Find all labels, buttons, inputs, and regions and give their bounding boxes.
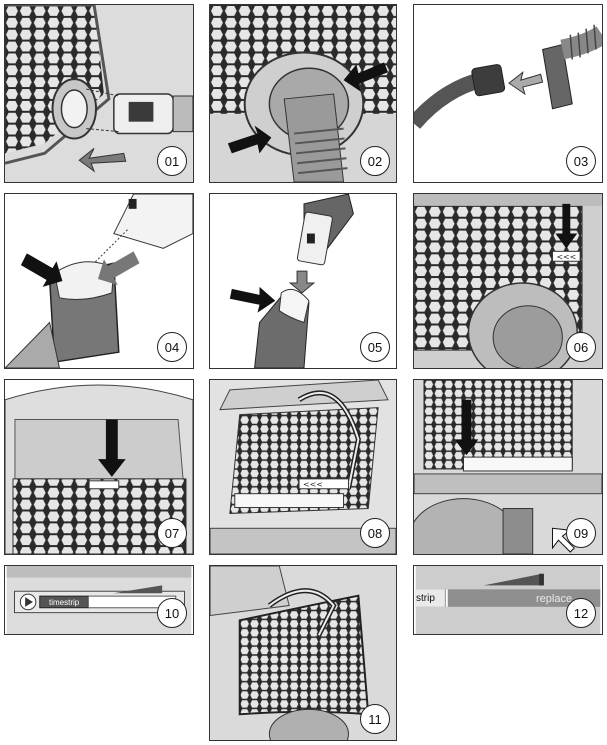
step-number: 10 [157,598,187,628]
step-12-panel: strip replace 12 [413,565,603,635]
step-05-panel: 05 [209,193,397,369]
step-number: 08 [360,518,390,548]
step-07-panel: 07 [4,379,194,555]
timestrip-label: timestrip [49,598,80,607]
step-04-panel: 04 [4,193,194,369]
step-01-illustration [5,5,193,182]
step-09-panel: 09 [413,379,603,555]
step-number: 02 [360,146,390,176]
step-02-panel: 02 [209,4,397,183]
step-number: 07 [157,518,187,548]
strip-label: strip [416,593,435,604]
step-number: 11 [360,704,390,734]
step-09-illustration [414,380,602,554]
step-number: 04 [157,332,187,362]
step-number: 01 [157,146,187,176]
svg-text:<<<: <<< [303,480,323,489]
step-number: 09 [566,518,596,548]
replace-label: replace [536,593,573,605]
step-01-panel: 01 [4,4,194,183]
step-number: 12 [566,598,596,628]
step-11-panel: 11 [209,565,397,741]
step-06-panel: <<< 06 [413,193,603,369]
step-08-panel: <<< 08 [209,379,397,555]
step-number: 06 [566,332,596,362]
step-number: 03 [566,146,596,176]
step-10-panel: timestrip 10 [4,565,194,635]
svg-text:<<<: <<< [556,252,576,261]
step-03-panel: 03 [413,4,603,183]
step-06-illustration: <<< [414,194,602,368]
step-number: 05 [360,332,390,362]
